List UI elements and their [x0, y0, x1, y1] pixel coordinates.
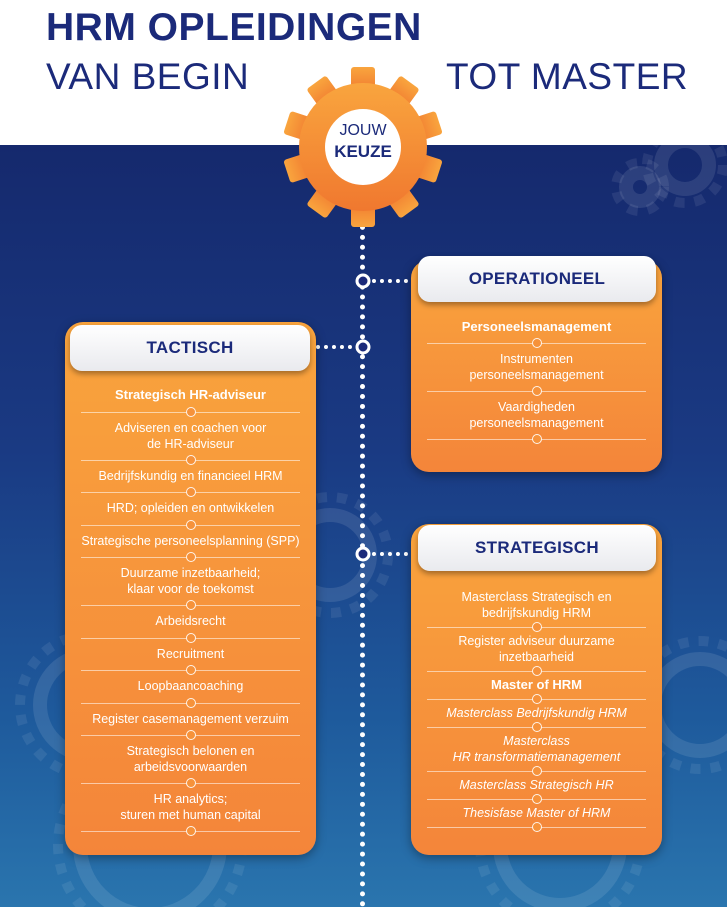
operationeel-list-item: Vaardigheden personeelsmanagement [469, 400, 604, 430]
gear-line-1: JOUW [339, 122, 387, 139]
tactisch-list-item: Register casemanagement verzuim [92, 711, 289, 726]
strategisch-list-item: Thesisfase Master of HRM [462, 806, 611, 820]
tactisch-list-item: Recruitment [156, 646, 225, 661]
separator-dot [81, 826, 300, 836]
node-gear-icon [355, 273, 371, 289]
tactisch-list-item: Strategische personeelsplanning (SPP) [81, 533, 300, 548]
separator-dot [81, 697, 300, 708]
strategisch-list-item: Masterclass Strategisch en bedrijfskundi… [461, 590, 612, 620]
strategisch-card: Masterclass Strategisch en bedrijfskundi… [411, 524, 662, 855]
center-gear-icon [283, 67, 443, 227]
gear-line-2: KEUZE [334, 142, 392, 161]
tactisch-list-item: Duurzame inzetbaarheid; klaar voor de to… [120, 566, 261, 596]
tactisch-heading: TACTISCH [70, 325, 310, 371]
operationeel-list-item: Personeelsmanagement [461, 319, 612, 334]
separator-dot [427, 386, 646, 396]
tactisch-list-item: Strategisch belonen en arbeidsvoorwaarde… [126, 744, 255, 774]
strategisch-list-item: Masterclass Strategisch HR [459, 778, 614, 792]
strategisch-items: Masterclass Strategisch en bedrijfskundi… [411, 588, 662, 832]
separator-dot [427, 622, 646, 632]
node-gear-icon [355, 339, 371, 355]
center-gear-label: JOUW KEUZE [328, 120, 398, 162]
tactisch-list-item: Adviseren en coachen voor de HR-adviseur [114, 420, 267, 451]
separator-dot [81, 778, 300, 788]
strategisch-list-item: Master of HRM [490, 677, 582, 692]
connector-tactisch [316, 345, 360, 349]
strategisch-heading: STRATEGISCH [418, 525, 656, 571]
separator-dot [81, 487, 300, 497]
separator-dot [427, 694, 646, 704]
separator-dot [427, 794, 646, 804]
separator-dot [427, 822, 646, 832]
separator-dot [81, 406, 300, 417]
separator-dot [81, 632, 300, 643]
separator-dot [81, 519, 300, 530]
separator-dot [427, 666, 646, 676]
operationeel-list-item: Instrumenten personeelsmanagement [469, 352, 604, 382]
node-gear-icon [355, 546, 371, 562]
tactisch-list-item: HRD; opleiden en ontwikkelen [106, 501, 275, 516]
separator-dot [81, 730, 300, 740]
strategisch-list-item: Masterclass Bedrijfskundig HRM [446, 706, 627, 720]
connector-operationeel [364, 279, 416, 283]
separator-dot [427, 722, 646, 732]
operationeel-heading: OPERATIONEEL [418, 256, 656, 302]
tactisch-list-item: Bedrijfskundig en financieel HRM [98, 468, 283, 483]
subtitle-right: TOT MASTER [446, 56, 689, 97]
tactisch-list-item: Strategisch HR-adviseur [115, 387, 266, 403]
tactisch-list-item: Loopbaancoaching [137, 679, 244, 694]
subtitle-left: VAN BEGIN [46, 56, 250, 97]
separator-dot [81, 600, 300, 610]
separator-dot [81, 665, 300, 675]
page-title: HRM OPLEIDINGEN [46, 6, 422, 49]
separator-dot [81, 552, 300, 562]
separator-dot [427, 434, 646, 444]
tactisch-list-item: Arbeidsrecht [155, 614, 226, 629]
tactisch-list-item: HR analytics; sturen met human capital [120, 792, 261, 822]
separator-dot [427, 338, 646, 348]
connector-strategisch [364, 552, 416, 556]
strategisch-list-item: Register adviseur duurzame inzetbaarheid [458, 634, 615, 664]
separator-dot [427, 766, 646, 776]
strategisch-list-item: Masterclass HR transformatiemanagement [452, 734, 621, 764]
separator-dot [81, 454, 300, 465]
